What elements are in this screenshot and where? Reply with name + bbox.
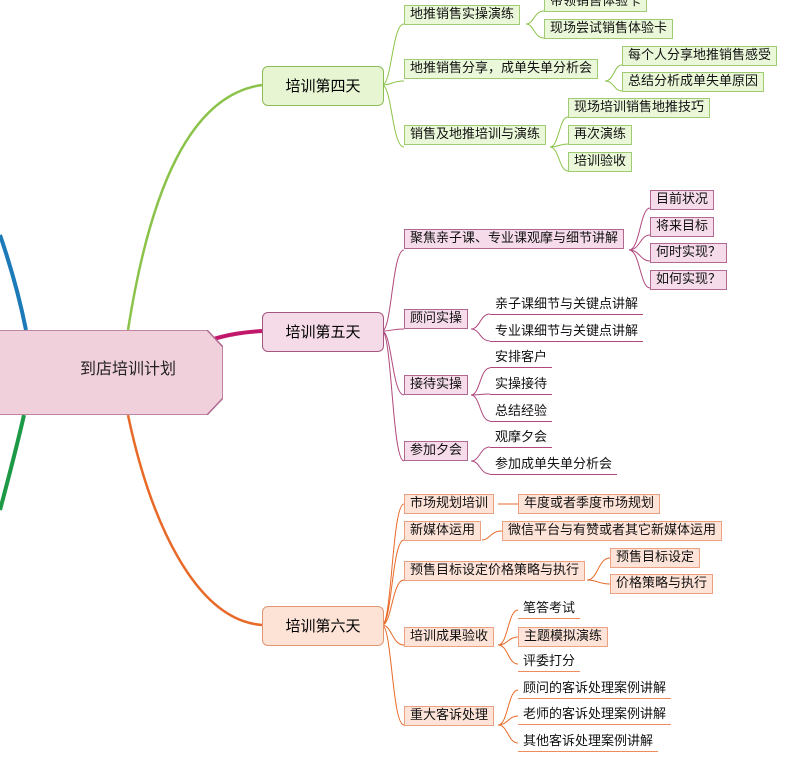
subtopic-node[interactable]: 如何实现？: [650, 270, 728, 290]
subtopic-node[interactable]: 参加成单失单分析会: [490, 456, 618, 475]
subtopic-node[interactable]: 总结分析成单失单原因: [622, 72, 765, 92]
connector-day4-l3: [525, 10, 623, 172]
topic-node[interactable]: 聚焦亲子课、专业课观摩与细节讲解: [404, 229, 625, 249]
subtopic-node[interactable]: 预售目标设定: [610, 548, 701, 568]
connector-day6-l2: [381, 503, 405, 726]
topic-node[interactable]: 参加夕会: [404, 441, 469, 461]
connector-day5-l3: [470, 207, 651, 475]
topic-node[interactable]: 销售及地推培训与演练: [404, 125, 547, 145]
subtopic-node[interactable]: 何时实现？: [650, 243, 728, 263]
subtopic-node[interactable]: 每个人分享地推销售感受: [622, 46, 778, 66]
subtopic-node[interactable]: 观摩夕会: [490, 429, 553, 448]
topic-node[interactable]: 重大客诉处理: [404, 706, 495, 726]
subtopic-node[interactable]: 评委打分: [518, 653, 581, 672]
subtopic-node[interactable]: 专业课细节与关键点讲解: [490, 323, 644, 342]
topic-node[interactable]: 地推销售分享，成单失单分析会: [404, 59, 599, 79]
day5-node[interactable]: 培训第五天: [262, 312, 384, 352]
subtopic-node[interactable]: 实操接待: [490, 376, 553, 395]
subtopic-node[interactable]: 再次演练: [568, 125, 633, 145]
topic-node[interactable]: 新媒体运用: [404, 521, 482, 541]
connector-day6-l3: [481, 503, 611, 744]
subtopic-node[interactable]: 价格策略与执行: [610, 574, 714, 594]
topic-node[interactable]: 预售目标设定价格策略与执行: [404, 561, 586, 581]
subtopic-node[interactable]: 主题模拟演练: [518, 627, 609, 647]
subtopic-node[interactable]: 其他客诉处理案例讲解: [518, 733, 659, 752]
subtopic-node[interactable]: 总结经验: [490, 403, 553, 422]
topic-node[interactable]: 接待实操: [404, 375, 469, 395]
topic-node[interactable]: 培训成果验收: [404, 627, 495, 647]
subtopic-node[interactable]: 安排客户: [490, 349, 553, 368]
subtopic-node[interactable]: 亲子课细节与关键点讲解: [490, 296, 644, 315]
root-node[interactable]: 到店培训计划: [80, 359, 177, 378]
topic-node[interactable]: 顾问实操: [404, 309, 469, 329]
subtopic-node[interactable]: 现场培训销售地推技巧: [568, 98, 711, 118]
subtopic-node[interactable]: 年度或者季度市场规划: [518, 494, 661, 514]
day6-node[interactable]: 培训第六天: [262, 606, 384, 646]
subtopic-node[interactable]: 笔答考试: [518, 600, 581, 619]
subtopic-node[interactable]: 培训验收: [568, 152, 633, 172]
subtopic-node[interactable]: 带领销售体验卡: [544, 0, 648, 12]
subtopic-node[interactable]: 将来目标: [650, 217, 715, 237]
connector-day5-l2: [381, 249, 405, 462]
topic-node[interactable]: 地推销售实操演练: [404, 5, 521, 25]
subtopic-node[interactable]: 老师的客诉处理案例讲解: [518, 706, 672, 725]
subtopic-node[interactable]: 微信平台与有赞或者其它新媒体运用: [502, 521, 723, 541]
connector-root-day4: [126, 83, 263, 331]
root-node-shape: [0, 330, 223, 415]
subtopic-node[interactable]: 目前状况: [650, 190, 715, 210]
connector-day4-l2: [381, 23, 405, 148]
connector-offscreen-green: [0, 414, 26, 511]
connector-root-day6: [126, 414, 263, 627]
subtopic-node[interactable]: 顾问的客诉处理案例讲解: [518, 680, 672, 699]
topic-node[interactable]: 市场规划培训: [404, 494, 495, 514]
connector-offscreen-blue: [0, 234, 28, 331]
day4-node[interactable]: 培训第四天: [262, 66, 384, 106]
subtopic-node[interactable]: 现场尝试销售体验卡: [544, 19, 674, 39]
